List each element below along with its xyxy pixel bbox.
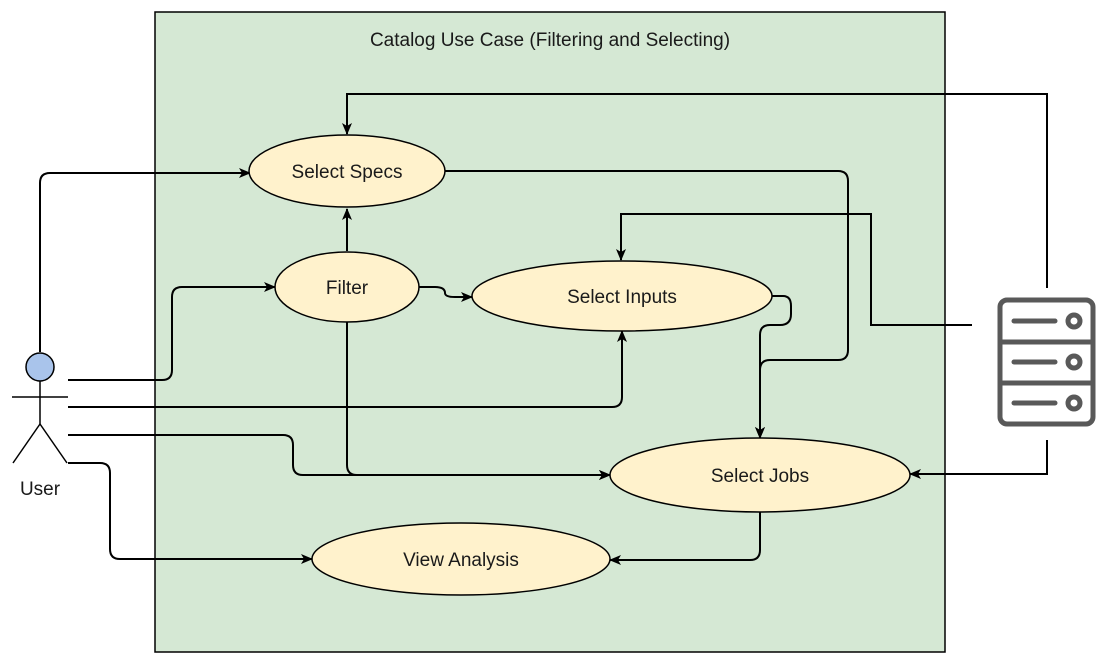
system-title: Catalog Use Case (Filtering and Selectin… [370, 30, 730, 51]
edge-server-to-select-specs[interactable] [342, 93, 1048, 288]
actor-user[interactable]: User [12, 352, 68, 500]
edge-select-inputs-to-select-jobs[interactable] [755, 295, 792, 439]
use-case-view-analysis[interactable]: View Analysis [311, 522, 611, 596]
use-case-select-specs[interactable]: Select Specs [248, 134, 446, 208]
edge-select-specs-to-select-jobs[interactable] [445, 170, 849, 439]
use-case-select-inputs-label: Select Inputs [567, 287, 677, 308]
edges [39, 93, 1048, 565]
use-case-select-specs-label: Select Specs [292, 162, 403, 183]
actor-right-leg [39, 423, 68, 464]
edge-filter-to-select-inputs[interactable] [418, 286, 473, 302]
use-case-filter-label: Filter [326, 278, 369, 299]
edge-user-to-filter[interactable] [68, 282, 276, 381]
use-case-filter[interactable]: Filter [274, 251, 420, 323]
use-case-select-jobs[interactable]: Select Jobs [609, 437, 911, 513]
use-case-view-analysis-label: View Analysis [403, 550, 519, 571]
server-icon[interactable] [997, 297, 1096, 427]
edge-server-to-select-inputs[interactable] [616, 213, 972, 326]
edge-filter-to-select-jobs[interactable] [346, 322, 611, 480]
actor-head [25, 352, 55, 382]
use-case-select-jobs-label: Select Jobs [711, 466, 809, 487]
actor-left-leg [12, 423, 41, 464]
use-case-select-inputs[interactable]: Select Inputs [471, 260, 773, 332]
edge-user-to-select-specs[interactable] [39, 168, 251, 352]
actor-label: User [20, 479, 61, 500]
edge-user-to-select-jobs[interactable] [68, 434, 611, 480]
edge-user-to-select-inputs[interactable] [68, 330, 627, 408]
edge-select-jobs-to-view-analysis[interactable] [609, 512, 761, 565]
edge-user-to-view-analysis[interactable] [68, 462, 313, 564]
edge-server-to-select-jobs[interactable] [909, 440, 1048, 479]
